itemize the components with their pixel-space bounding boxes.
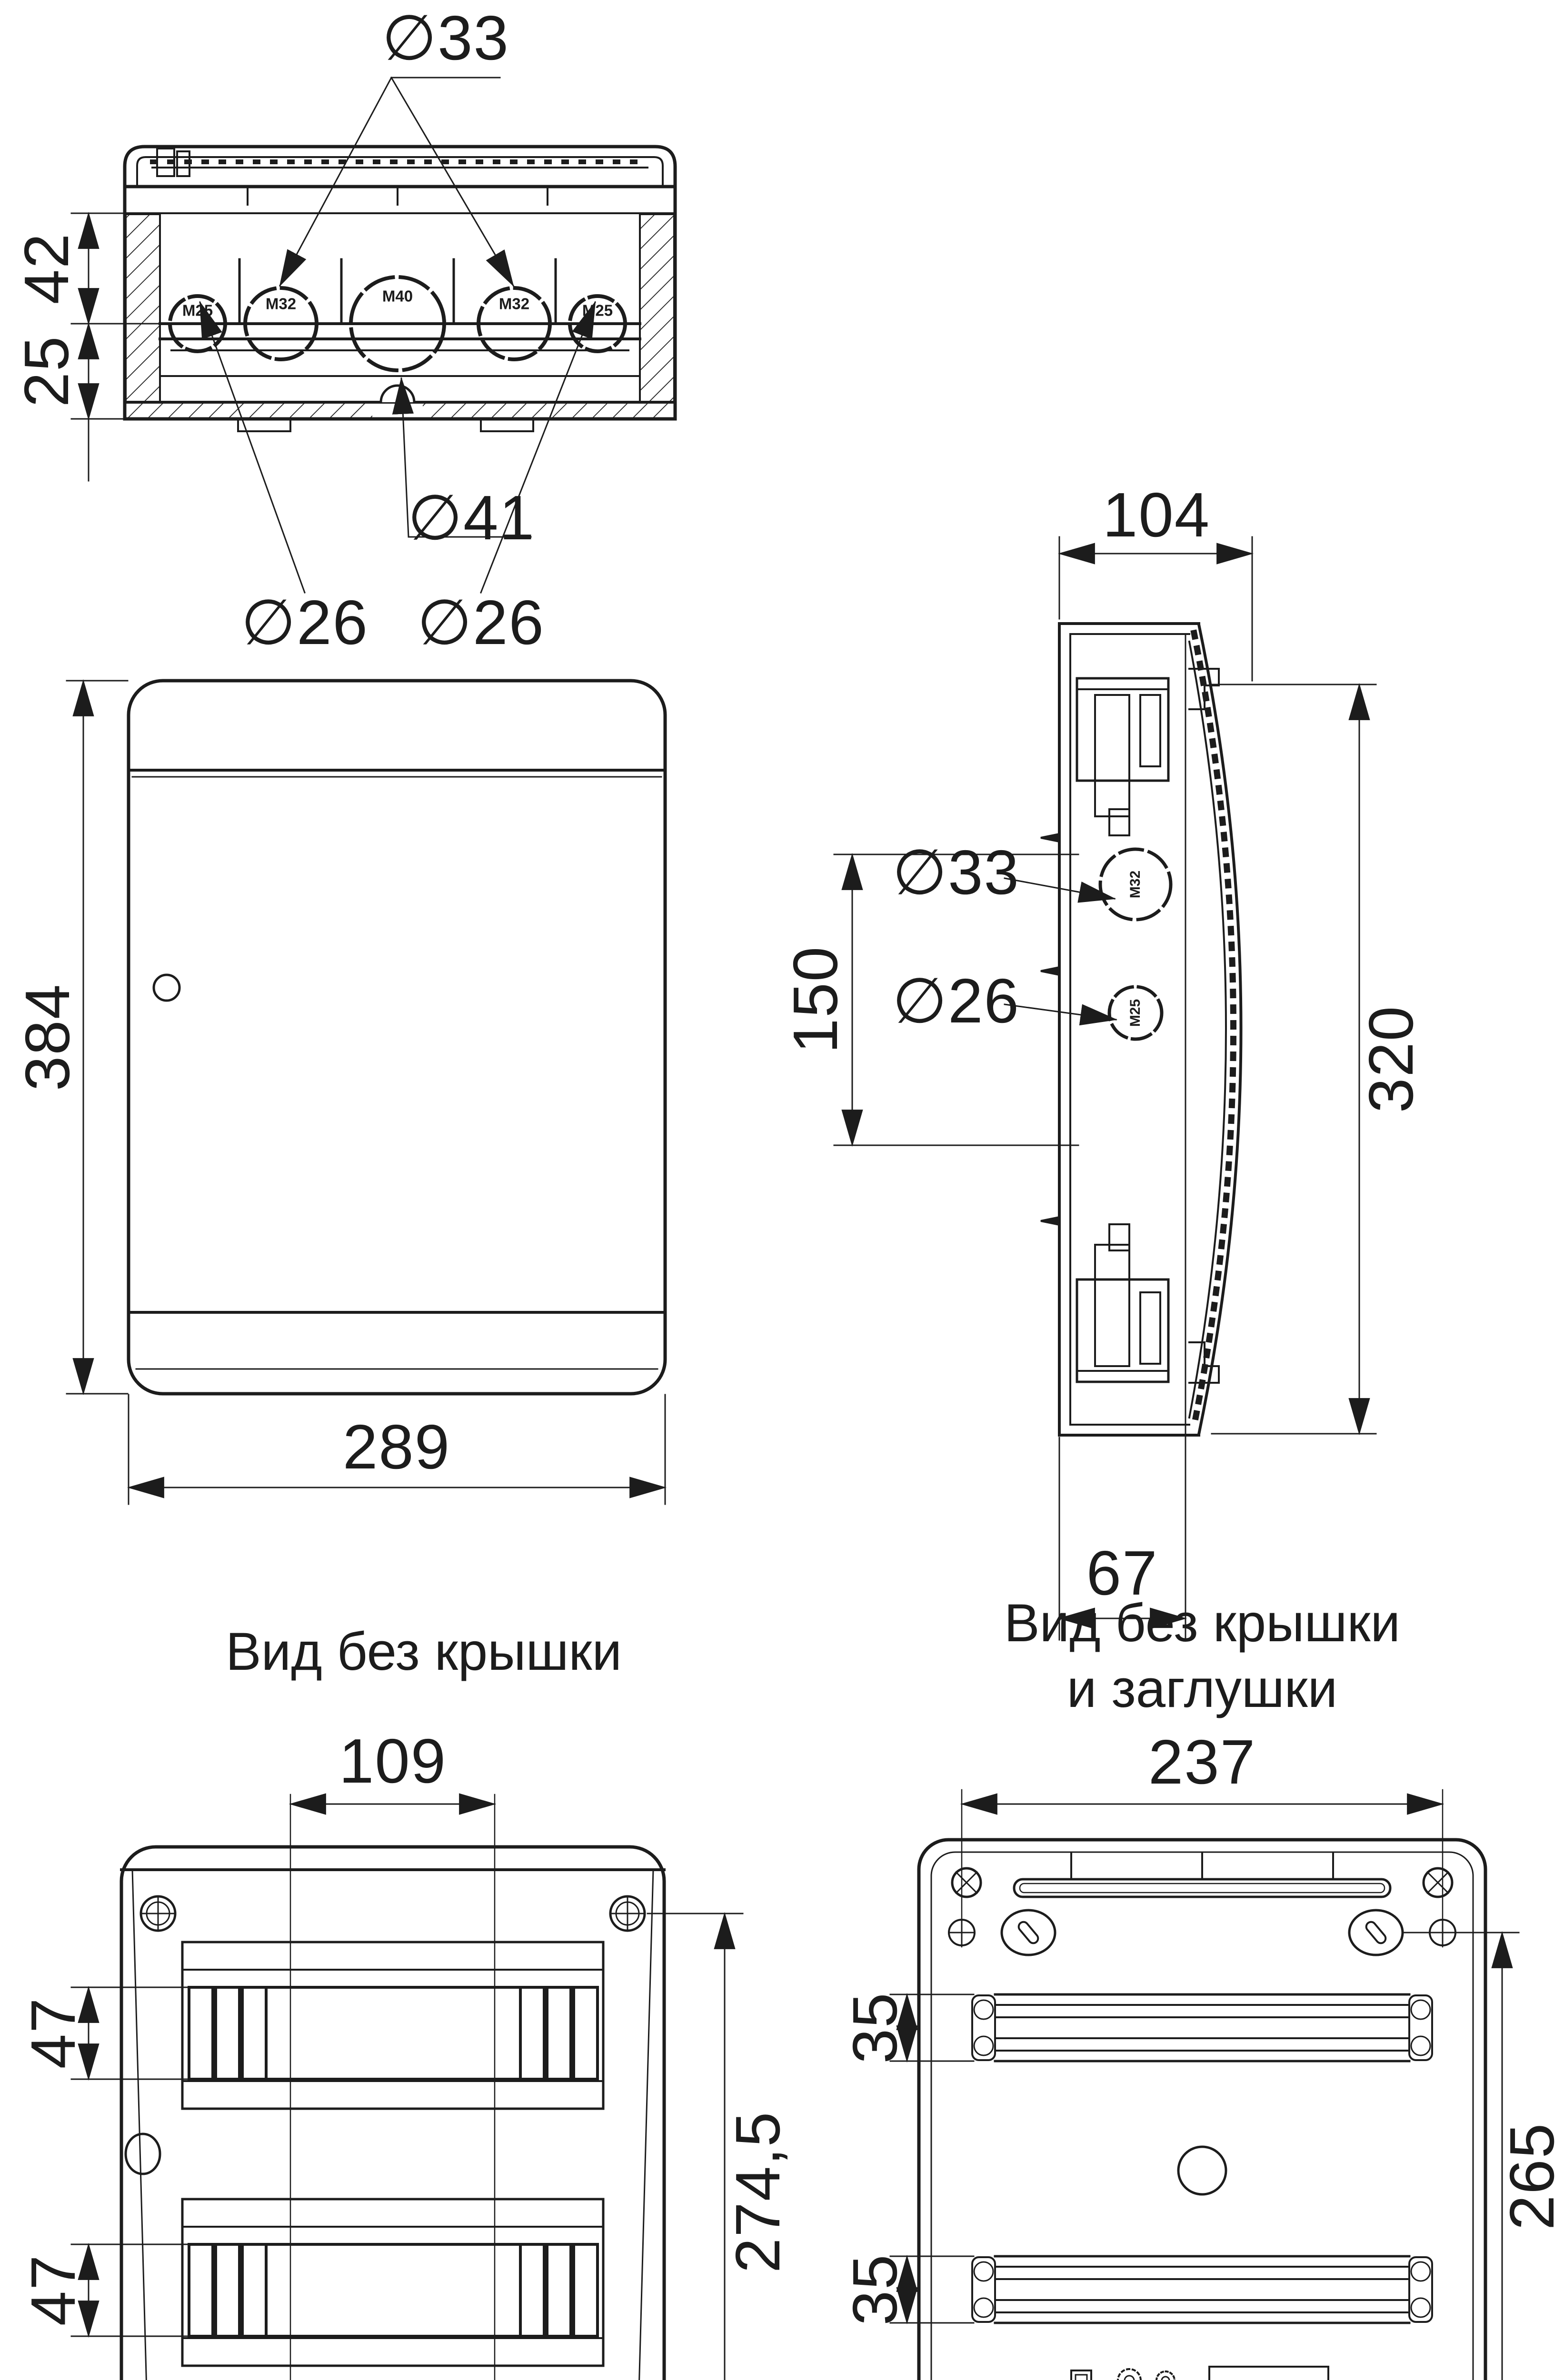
view-title-no-cover-plug-2: и заглушки — [1066, 1659, 1338, 1718]
knockout-label-4: M32 — [498, 295, 530, 313]
door-lock-hole — [152, 973, 181, 1002]
dim-label-47-bottom: 47 — [18, 2254, 88, 2326]
dia26-right-leader — [480, 301, 596, 594]
wall-keyhole — [124, 2132, 161, 2175]
dia26-left-leader — [199, 301, 306, 594]
dim-320-lines — [1211, 683, 1377, 1436]
dim-label-320: 320 — [1356, 1005, 1426, 1113]
dim-label-47-top: 47 — [18, 1997, 88, 2069]
dim-label-dia33-top: ∅33 — [382, 3, 509, 73]
dim-265-lines — [1404, 1931, 1520, 2380]
dim-109-lines — [289, 1793, 497, 2380]
view-title-no-cover: Вид без крышки — [225, 1622, 622, 1681]
side-knockout-label-1: M32 — [1127, 870, 1143, 899]
dim-label-dia33-side: ∅33 — [892, 837, 1020, 907]
dim-label-104: 104 — [1102, 480, 1211, 550]
knockout-label-5: M25 — [582, 301, 613, 319]
side-dia33-leader — [1004, 877, 1116, 903]
view-title-no-cover-plug-1: Вид без крышки — [1004, 1593, 1401, 1653]
dim-384-lines — [66, 679, 129, 1396]
dim-label-dia41: ∅41 — [408, 483, 535, 553]
knockout-label-1: M25 — [182, 301, 213, 319]
dim-47-top-lines — [70, 1985, 189, 2081]
dim-label-109: 109 — [339, 1726, 447, 1796]
dim-150-lines — [833, 853, 1079, 1147]
mounting-ovals — [1000, 1909, 1404, 1956]
dim-label-dia26-left: ∅26 — [241, 587, 369, 657]
base-corner-screws — [951, 1867, 1454, 1898]
dim-label-289: 289 — [342, 1412, 451, 1482]
dim-label-265: 265 — [1497, 2122, 1564, 2231]
dim-label-42: 42 — [11, 232, 81, 305]
dim-label-237: 237 — [1148, 1727, 1256, 1797]
dia33-leader — [279, 76, 515, 287]
dim-label-150: 150 — [780, 945, 850, 1054]
side-bottom-bracket — [1076, 1223, 1170, 1383]
dim-274-lines — [647, 1912, 744, 2380]
dim-label-35-bottom: 35 — [840, 2253, 910, 2326]
dim-67-lines — [1057, 1425, 1187, 1641]
dim-47-bottom-lines — [70, 2242, 189, 2338]
dim-label-dia26-side: ∅26 — [892, 966, 1020, 1036]
vent-slot-top — [1013, 1878, 1392, 1898]
din-row-2 — [181, 2198, 605, 2367]
dim-label-35-top: 35 — [840, 1992, 910, 2064]
bottom-right-view — [889, 1789, 1520, 2380]
top-section-view — [70, 76, 677, 594]
side-top-bracket — [1076, 677, 1170, 836]
din-row-1 — [181, 1941, 605, 2110]
bottom-left-view — [70, 1793, 744, 2380]
dim-label-274-5: 274,5 — [723, 2111, 793, 2273]
knockout-label-2: M32 — [265, 295, 297, 313]
mounting-cross-screws — [948, 1919, 1456, 1946]
dim-label-dia26-right: ∅26 — [417, 587, 545, 657]
dia41-leader — [392, 377, 532, 538]
side-view — [833, 536, 1377, 1641]
side-knockout-label-2: M25 — [1127, 999, 1143, 1027]
din-rail-2 — [971, 2255, 1433, 2324]
side-dia26-leader — [1004, 1003, 1118, 1026]
dim-label-67: 67 — [1086, 1538, 1158, 1608]
base-detail-parts — [1070, 2366, 1329, 2380]
dim-289-lines — [127, 1394, 667, 1505]
knockout-label-3: M40 — [382, 287, 413, 305]
front-view — [66, 679, 667, 1505]
cover-screws — [139, 1895, 646, 1932]
dim-label-25: 25 — [11, 335, 81, 407]
dim-104-lines — [1057, 536, 1254, 682]
dim-label-384: 384 — [12, 983, 82, 1091]
din-rail-1 — [971, 1993, 1433, 2063]
dim-25-lines — [70, 322, 127, 482]
base-center-hole — [1177, 2145, 1227, 2196]
dim-237-lines — [960, 1789, 1444, 1948]
dim-35-bottom-lines — [889, 2254, 975, 2325]
dim-35-top-lines — [889, 1993, 975, 2063]
